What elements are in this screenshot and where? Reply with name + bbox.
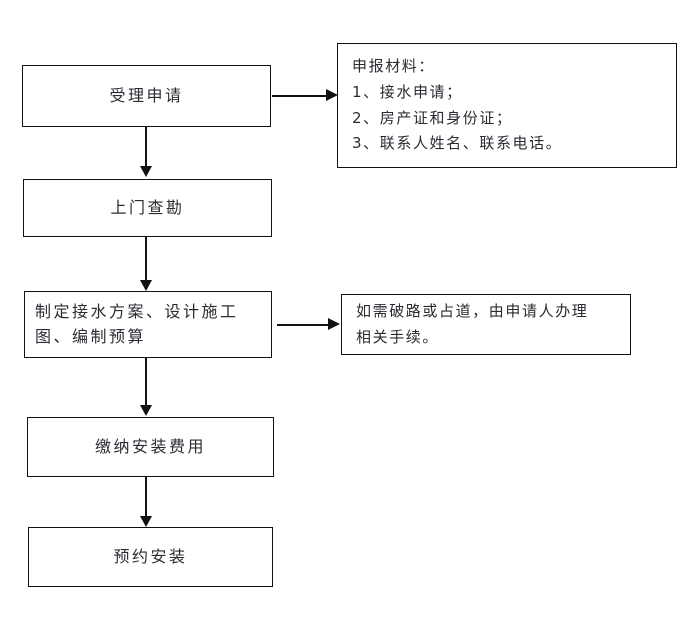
note-roadwork-permit: 如需破路或占道，由申请人办理 相关手续。: [341, 294, 631, 355]
note-line: 如需破路或占道，由申请人办理: [356, 301, 589, 320]
flow-node-accept-application[interactable]: 受理申请: [22, 65, 271, 127]
note-line: 3、联系人姓名、联系电话。: [352, 134, 563, 153]
arrow-head-down-icon: [140, 405, 152, 416]
flow-node-on-site-survey[interactable]: 上门查勘: [23, 179, 272, 237]
flow-node-design-plan[interactable]: 制定接水方案、设计施工图、编制预算: [24, 291, 272, 358]
note-line: 1、接水申请；: [352, 82, 463, 101]
flow-node-pay-installation-fee[interactable]: 缴纳安装费用: [27, 417, 274, 477]
note-application-materials: 申报材料： 1、接水申请； 2、房产证和身份证； 3、联系人姓名、联系电话。: [337, 43, 677, 168]
arrow-head-right-icon: [326, 89, 338, 101]
note-line: 相关手续。: [356, 327, 440, 346]
arrow-head-down-icon: [140, 166, 152, 177]
flow-node-schedule-installation[interactable]: 预约安装: [28, 527, 273, 587]
flow-node-label: 受理申请: [109, 85, 184, 105]
note-line: 申报材料：: [352, 56, 436, 75]
arrow-head-right-icon: [328, 318, 340, 330]
arrow-head-down-icon: [140, 516, 152, 527]
flow-node-label: 缴纳安装费用: [94, 436, 206, 456]
flow-node-label: 预约安装: [113, 546, 188, 566]
flow-node-label: 制定接水方案、设计施工图、编制预算: [35, 301, 239, 346]
flow-node-label: 上门查勘: [110, 197, 185, 217]
arrow-head-down-icon: [140, 280, 152, 291]
note-line: 2、房产证和身份证；: [352, 108, 513, 127]
